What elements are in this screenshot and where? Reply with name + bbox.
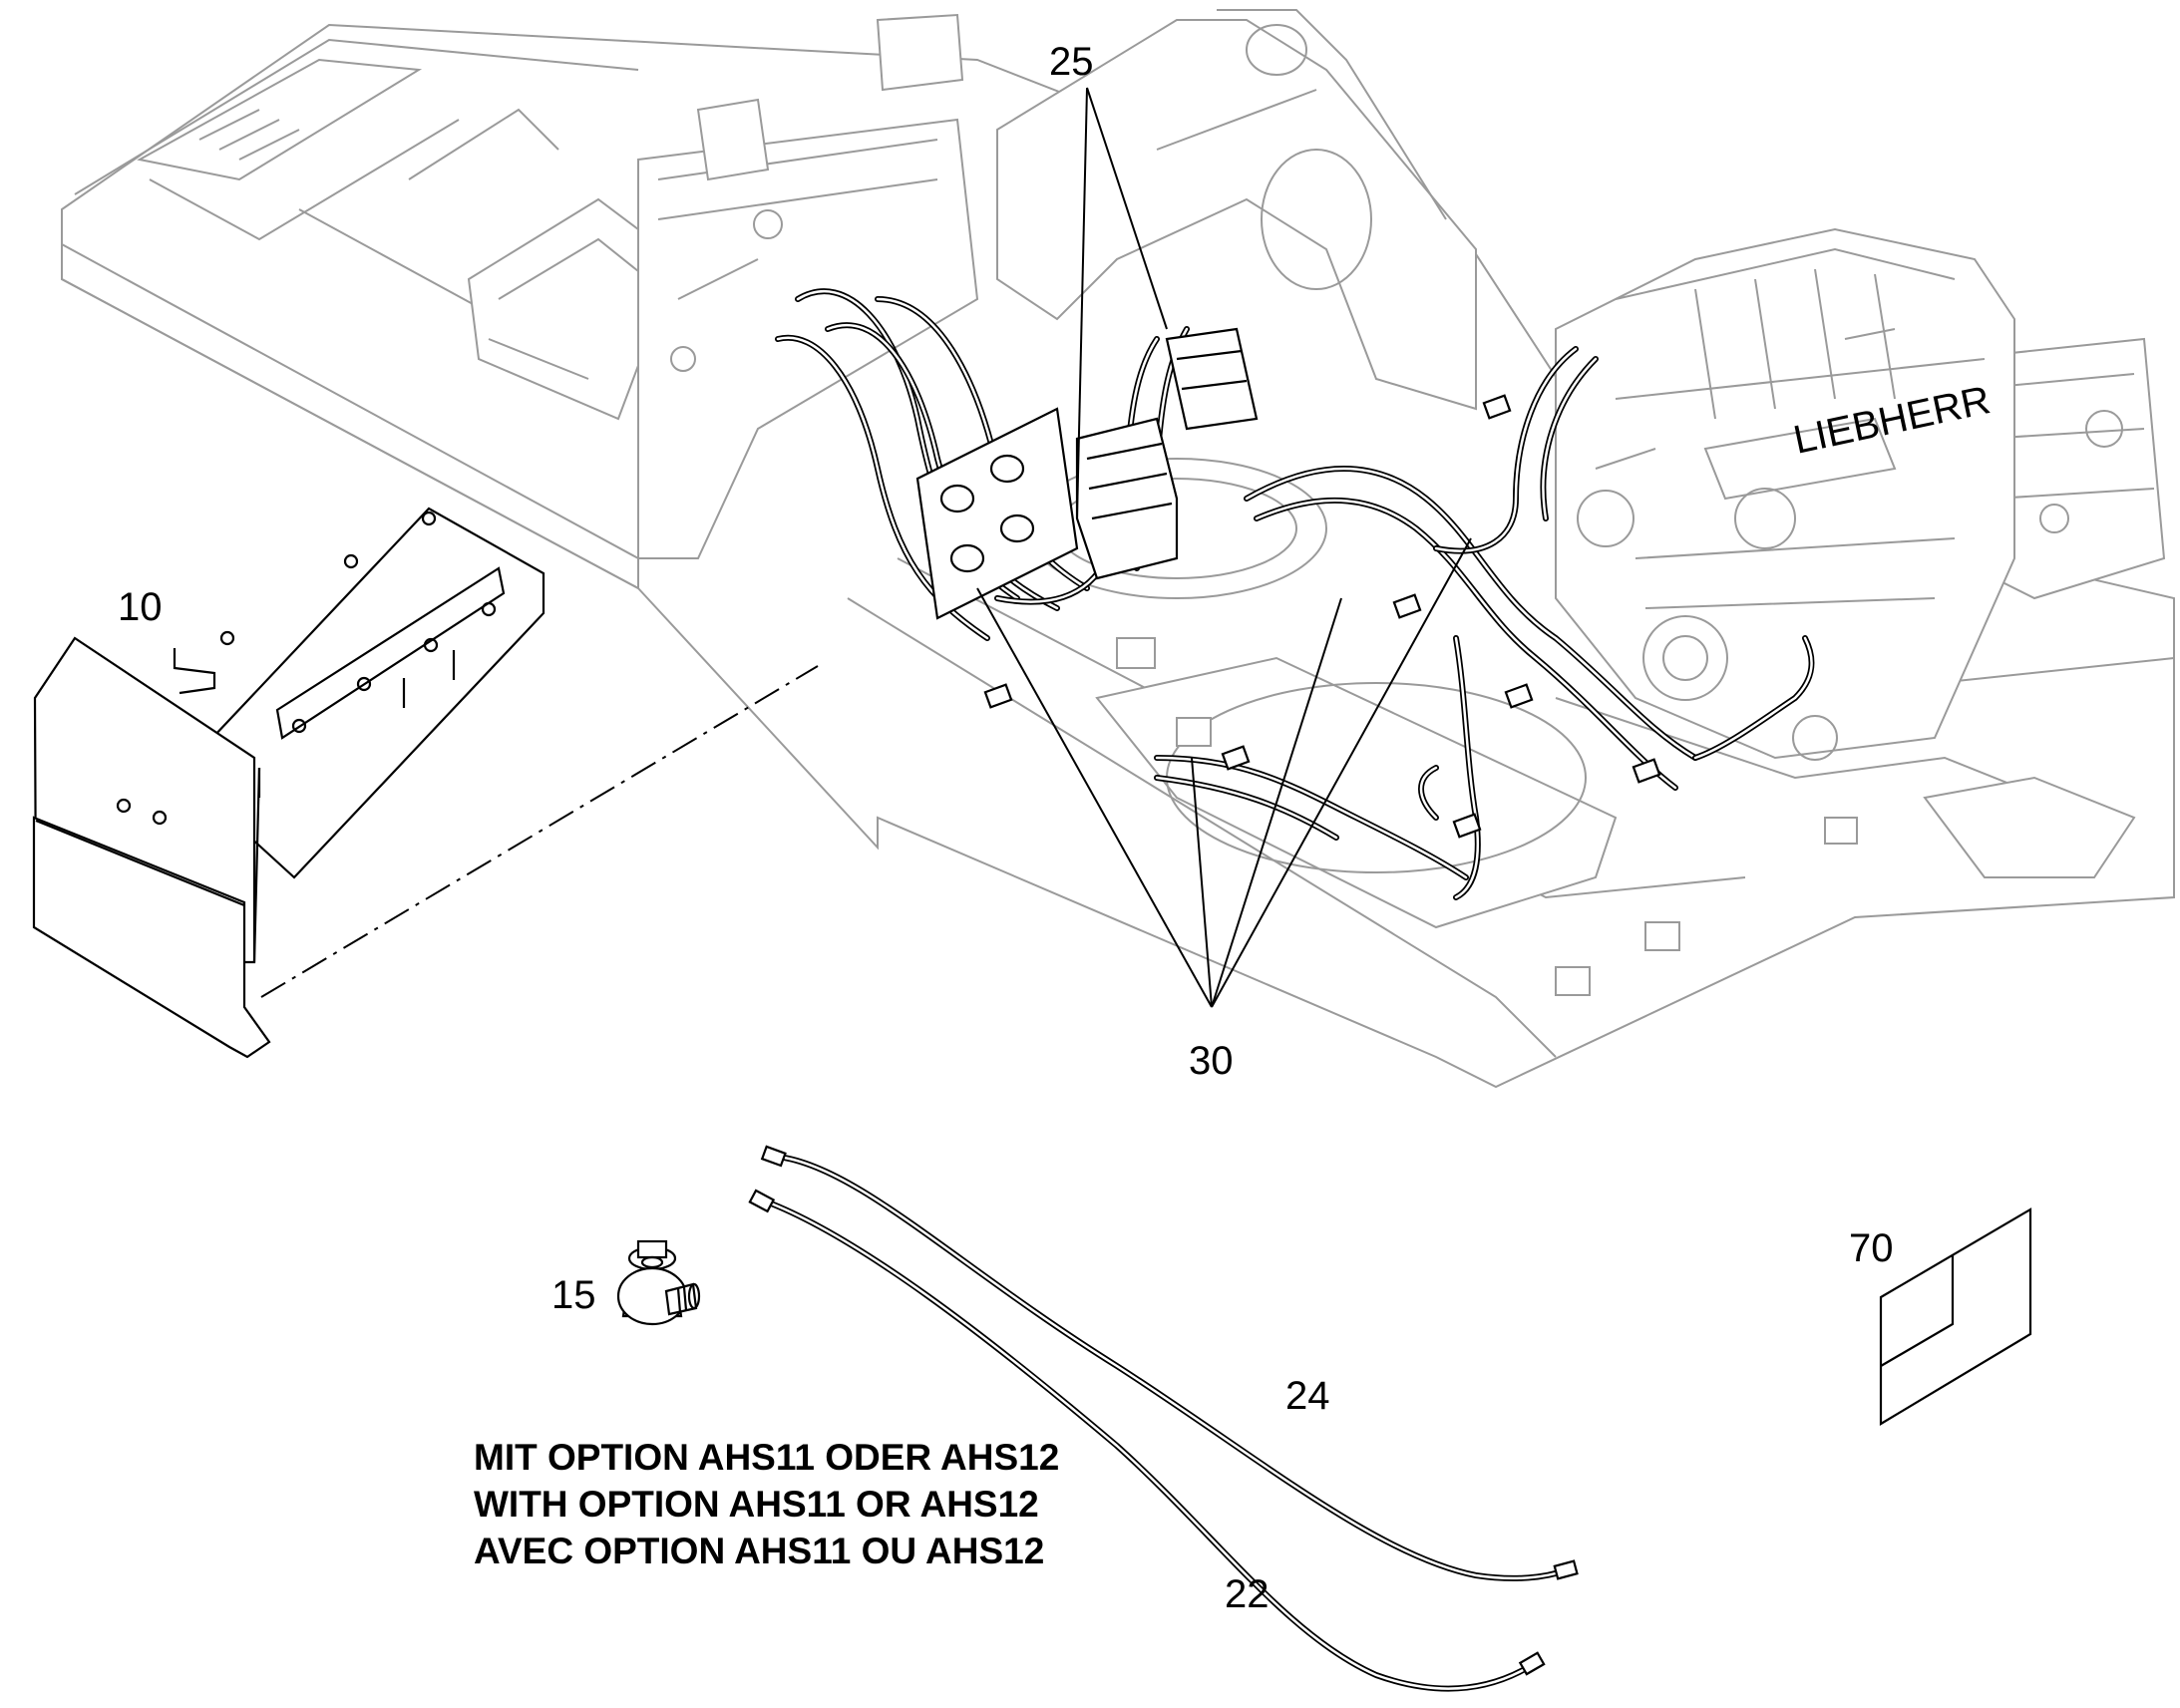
assembly-dash-line: [260, 665, 819, 998]
callout-30: 30: [1189, 1039, 1234, 1083]
callout-25: 25: [1049, 40, 1094, 84]
fitting-15: [616, 1239, 701, 1326]
option-note-en: WITH OPTION AHS11 OR AHS12: [474, 1484, 1039, 1525]
option-note-de: MIT OPTION AHS11 ODER AHS12: [474, 1437, 1059, 1478]
callout-22: 22: [1225, 1572, 1270, 1616]
callout-24: 24: [1285, 1374, 1330, 1418]
cover-panel: [32, 507, 545, 1059]
callout-10: 10: [118, 585, 163, 629]
callout-70: 70: [1849, 1226, 1894, 1270]
option-note-fr: AVEC OPTION AHS11 OU AHS12: [474, 1531, 1044, 1571]
hose-22: [748, 1189, 1546, 1692]
callout-15: 15: [551, 1273, 596, 1317]
hose-clamps: [983, 394, 1661, 839]
leader-lines: [976, 87, 1472, 1008]
option-note: MIT OPTION AHS11 ODER AHS12 WITH OPTION …: [474, 1437, 1059, 1571]
control-valve-block: [1075, 327, 1259, 580]
engine-assembly: [1555, 227, 2015, 761]
hose-guide-plate: [915, 407, 1079, 620]
label-sticker-70: [1879, 1207, 2032, 1426]
hose-24: [760, 1145, 1579, 1581]
